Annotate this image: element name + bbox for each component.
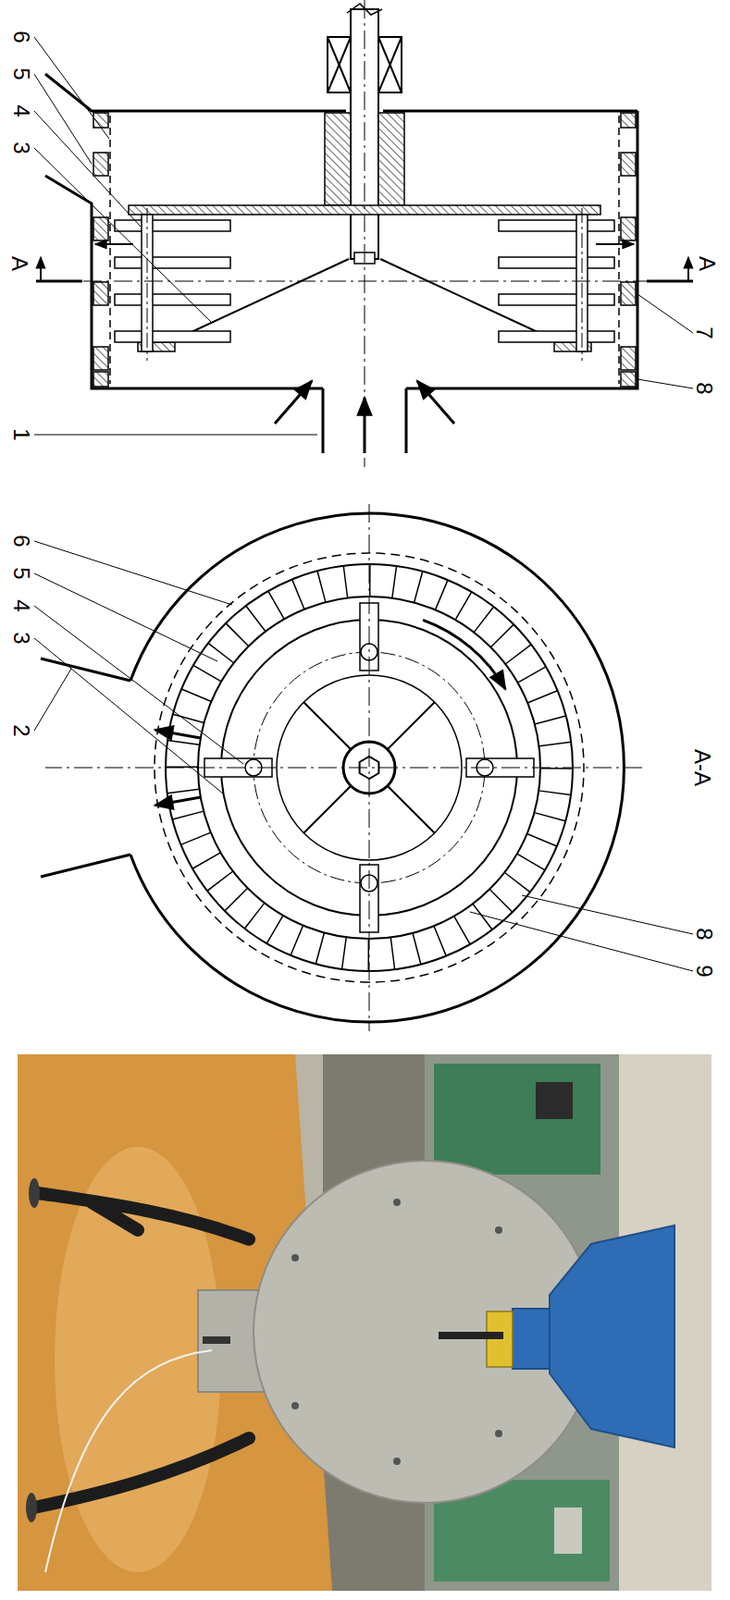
callout-number: 3	[10, 631, 33, 644]
ring-block	[620, 112, 636, 128]
cut-line	[77, 281, 652, 283]
flow-arrow	[274, 381, 312, 424]
callout-number: 8	[692, 382, 716, 395]
ring-block	[93, 282, 109, 306]
callout-number: 4	[10, 599, 33, 612]
leader-line	[34, 434, 318, 436]
leader-line	[34, 74, 92, 164]
bolt	[494, 1430, 503, 1438]
crusher-housing	[253, 1161, 596, 1504]
callout-number: 3	[10, 141, 33, 154]
flow-arrow	[95, 243, 134, 246]
leader-line	[34, 541, 233, 606]
hammer	[114, 220, 231, 232]
hub	[378, 112, 405, 206]
view-arrow	[39, 257, 42, 282]
section-mark: A	[695, 256, 718, 272]
machine	[535, 1082, 573, 1120]
hammer	[114, 257, 231, 269]
callout-number: 7	[692, 326, 716, 339]
feed-neck	[512, 1309, 550, 1370]
cut-mark	[36, 280, 693, 284]
leader-line	[34, 111, 141, 227]
flow-arrow	[595, 243, 634, 246]
rotation-arrow	[422, 619, 506, 690]
leader-line	[637, 379, 693, 389]
section-view	[34, 0, 693, 468]
bolt	[291, 1402, 299, 1411]
outlet-tab	[202, 1336, 231, 1345]
center-line	[45, 504, 643, 1032]
hammer	[498, 220, 615, 232]
bolt	[291, 1254, 299, 1263]
leader-line	[34, 573, 218, 662]
hopper	[549, 1225, 675, 1448]
leader-line	[34, 541, 693, 972]
discharge-arrow	[155, 797, 201, 806]
callout-number: 2	[10, 724, 33, 737]
hammer	[114, 294, 231, 306]
ring-block	[93, 152, 109, 176]
bolt	[494, 1226, 503, 1235]
callout-number: 6	[10, 30, 33, 43]
leader-line	[34, 148, 212, 323]
hub	[324, 112, 351, 206]
callout-number: 1	[10, 428, 33, 441]
hammer	[498, 294, 615, 306]
callout-number: 5	[10, 567, 33, 580]
inlet-neck	[322, 388, 407, 454]
machine	[554, 1508, 582, 1555]
ring-block	[93, 217, 109, 241]
leg-foot	[28, 1178, 40, 1209]
photo-ground	[17, 1054, 712, 1592]
discharge-arrow	[155, 730, 201, 739]
leg-foot	[25, 1493, 38, 1523]
leader-line	[637, 294, 693, 334]
gate-handle	[438, 1332, 504, 1340]
leader-line	[521, 895, 693, 935]
callout-number: 8	[692, 927, 716, 941]
ring-block	[620, 346, 636, 371]
leader-line	[34, 638, 223, 794]
leader-line	[34, 668, 72, 731]
ring-block	[620, 282, 636, 306]
leader-line	[34, 37, 693, 435]
bolt	[393, 1199, 401, 1207]
flow-arrow	[417, 381, 455, 424]
view-arrow	[687, 257, 690, 282]
bolt	[291, 1199, 503, 1466]
machine	[433, 1064, 601, 1176]
view-title: A-A	[691, 749, 714, 787]
cable	[45, 1350, 212, 1573]
ring-block	[620, 152, 636, 176]
rotated-figure	[17, 0, 712, 1592]
section-mark: A	[8, 256, 31, 272]
callout-number: 5	[10, 67, 33, 80]
ring-block	[93, 346, 109, 371]
housing-wall	[45, 74, 638, 389]
leader-line	[470, 912, 693, 972]
hammer	[114, 331, 231, 343]
center-line	[364, 0, 366, 468]
hammer	[498, 257, 615, 269]
feed-arrow	[363, 397, 367, 454]
ring-block	[620, 371, 636, 387]
bolt	[393, 1458, 401, 1466]
callout-number: 6	[10, 534, 33, 547]
hammer	[498, 331, 615, 343]
ring-block	[620, 217, 636, 241]
ring-block	[93, 371, 109, 387]
cross-section	[34, 504, 693, 1032]
callout-number: 9	[692, 965, 716, 978]
photo	[17, 1054, 712, 1592]
callout-number: 4	[10, 104, 33, 117]
leader-line	[34, 606, 244, 765]
